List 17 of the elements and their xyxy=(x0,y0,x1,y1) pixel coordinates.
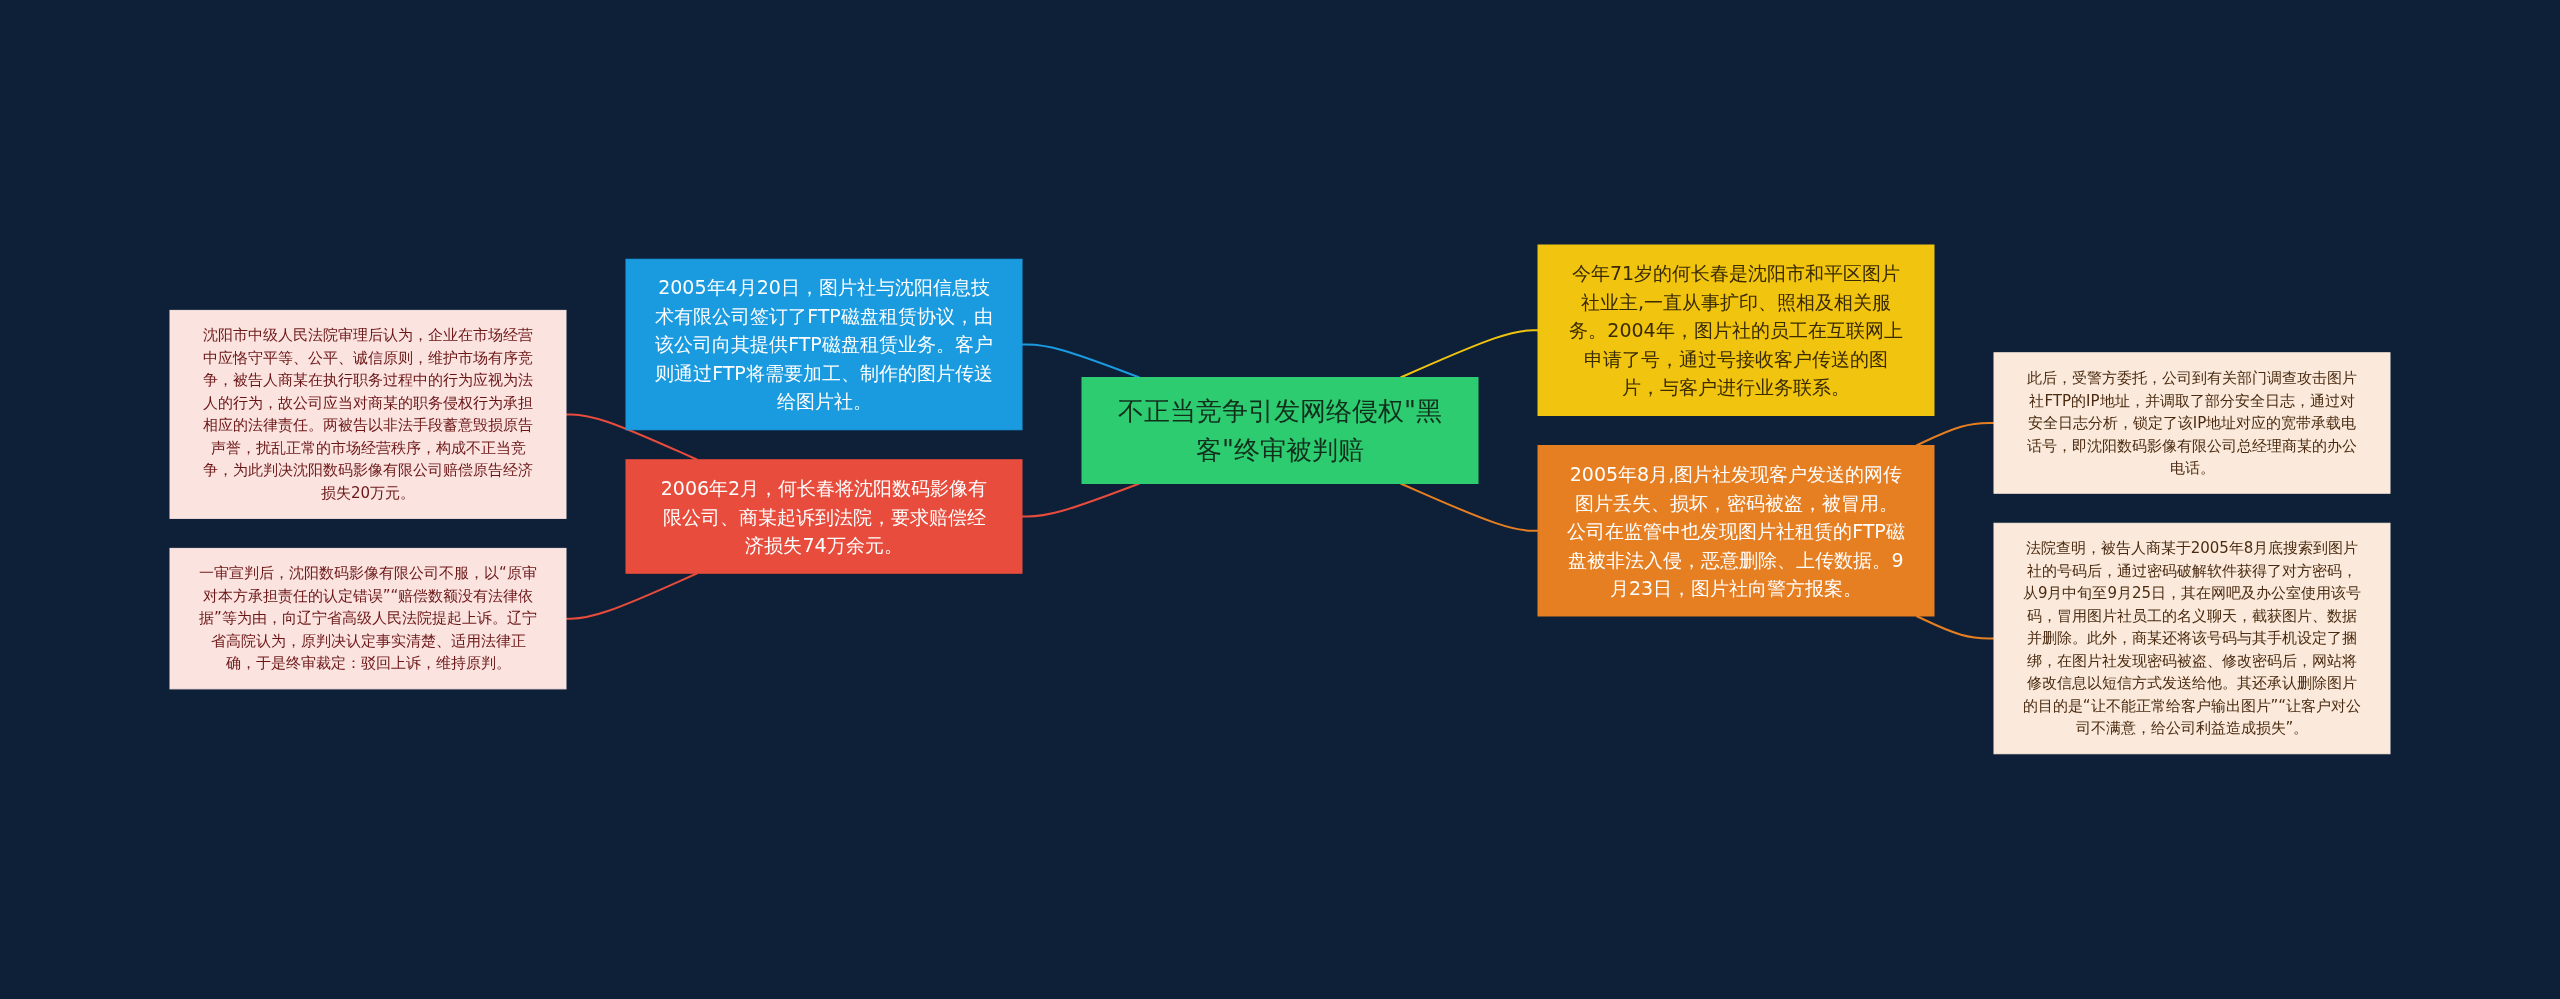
node-box: 沈阳市中级人民法院审理后认为，企业在市场经营中应恪守平等、公平、诚信原则，维护市场有序竞争，被告人商某在执行职务过程中的行为应视为法人的行为，故公司应当对商某的职务侵权行为承担相应的法律责任。两被告以非法手段蓄意毁损原告声誉，扰乱正常的市场经营秩序，构成不正当竞争，为此判决沈阳数码影像有限公司赔偿原告经济损失20万元。 xyxy=(169,310,567,519)
node-box: 不正当竞争引发网络侵权"黑客"终审被判赔 xyxy=(1081,377,1479,485)
connector xyxy=(1399,329,1539,379)
connector xyxy=(1021,482,1141,518)
connector xyxy=(565,413,699,461)
node-box: 2005年8月,图片社发现客户发送的网传图片丢失、损坏，密码被盗，被冒用。公司在监管中也发现图片社租赁的FTP磁盘被非法入侵，恶意删除、上传数据。9月23日，图片社向警方报案。 xyxy=(1537,445,1935,617)
connector xyxy=(1915,615,1995,640)
connector xyxy=(1021,343,1141,379)
connector xyxy=(1915,422,1995,447)
node-box: 2006年2月，何长春将沈阳数码影像有限公司、商某起诉到法院，要求赔偿经济损失74万余元。 xyxy=(625,459,1023,574)
connector xyxy=(565,572,699,620)
node-box: 法院查明，被告人商某于2005年8月底搜索到图片社的号码后，通过密码破解软件获得了对方密码，从9月中旬至9月25日，其在网吧及办公室使用该号码，冒用图片社员工的名义聊天，截获图片、数据并删除。此外，商某还将该号码与其手机设定了捆绑，在图片社发现密码被盗、修改密码后，网站将修改信息以短信方式发送给他。其还承认删除图片的目的是“让不能正常给客户输出图片”“让客户对公司不满意，给公司利益造成损失”。 xyxy=(1993,522,2391,755)
connector xyxy=(1399,482,1539,532)
node-box: 2005年4月20日，图片社与沈阳信息技术有限公司签订了FTP磁盘租赁协议，由该公司向其提供FTP磁盘租赁业务。客户则通过FTP将需要加工、制作的图片传送给图片社。 xyxy=(625,258,1023,431)
node-box: 一审宣判后，沈阳数码影像有限公司不服，以“原审对本方承担责任的认定错误”“赔偿数额没有法律依据”等为由，向辽宁省高级人民法院提起上诉。辽宁省高院认为，原判决认定事实清楚、适用法律正确，于是终审裁定：驳回上诉，维持原判。 xyxy=(169,548,567,690)
node-box: 今年71岁的何长春是沈阳市和平区图片社业主,一直从事扩印、照相及相关服务。2004年，图片社的员工在互联网上申请了号，通过号接收客户传送的图片，与客户进行业务联系。 xyxy=(1537,244,1935,417)
node-box: 此后，受警方委托，公司到有关部门调查攻击图片社FTP的IP地址，并调取了部分安全日志，通过对安全日志分析，锁定了该IP地址对应的宽带承载电话号，即沈阳数码影像有限公司总经理商某的办公电话。 xyxy=(1993,352,2391,494)
